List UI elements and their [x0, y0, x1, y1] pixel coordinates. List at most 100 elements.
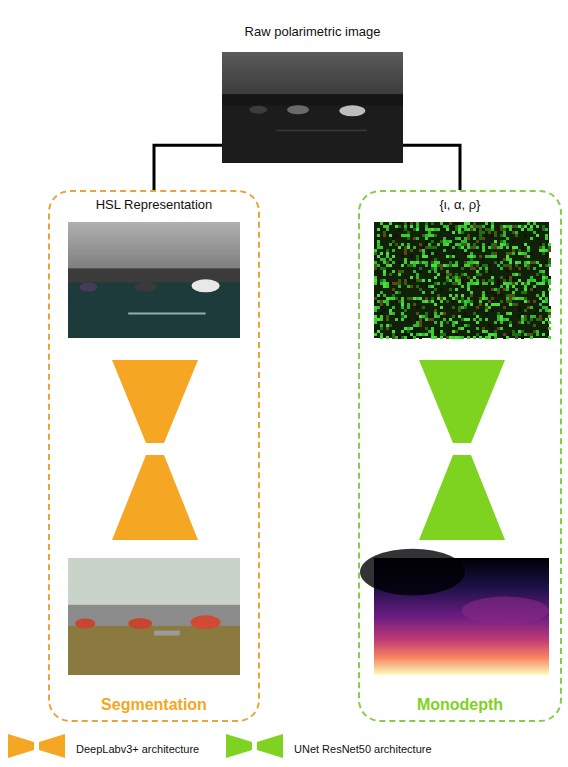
polar-pixel	[443, 282, 446, 285]
polar-pixel	[431, 267, 434, 270]
polar-pixel	[416, 321, 419, 324]
polar-pixel	[419, 279, 422, 282]
polar-pixel	[401, 300, 404, 303]
polar-pixel	[392, 237, 395, 240]
polar-pixel	[392, 330, 395, 333]
polar-pixel	[521, 291, 524, 294]
polar-pixel	[476, 240, 479, 243]
polar-pixel	[395, 225, 398, 228]
polar-pixel	[377, 264, 380, 267]
polar-pixel	[386, 318, 389, 321]
polar-pixel	[464, 324, 467, 327]
polar-pixel	[404, 228, 407, 231]
polar-pixel	[491, 228, 494, 231]
polar-pixel	[482, 249, 485, 252]
polar-pixel	[530, 228, 533, 231]
polar-pixel	[392, 261, 395, 264]
polar-pixel	[383, 300, 386, 303]
polar-pixel	[548, 315, 551, 318]
polar-pixel	[434, 276, 437, 279]
polar-pixel	[446, 300, 449, 303]
polar-pixel	[431, 336, 434, 339]
polar-pixel	[413, 303, 416, 306]
polar-pixel	[521, 318, 524, 321]
polar-pixel	[416, 276, 419, 279]
polar-pixel	[407, 279, 410, 282]
polar-pixel	[452, 264, 455, 267]
polar-pixel	[467, 222, 470, 225]
polar-pixel	[461, 294, 464, 297]
polar-pixel	[452, 336, 455, 339]
legend-text: DeepLabv3+ architecture	[76, 743, 199, 755]
polar-pixel	[452, 306, 455, 309]
polar-pixel	[398, 222, 401, 225]
polar-pixel	[494, 231, 497, 234]
polar-pixel	[512, 249, 515, 252]
polar-pixel	[434, 252, 437, 255]
polar-pixel	[491, 252, 494, 255]
polar-pixel	[536, 237, 539, 240]
polar-pixel	[416, 333, 419, 336]
polar-pixel	[404, 315, 407, 318]
polar-pixel	[500, 261, 503, 264]
polar-pixel	[428, 228, 431, 231]
polar-pixel	[458, 327, 461, 330]
polar-pixel	[443, 243, 446, 246]
polar-pixel	[479, 336, 482, 339]
polar-pixel	[431, 330, 434, 333]
polar-pixel	[488, 303, 491, 306]
polar-pixel	[479, 255, 482, 258]
polar-pixel	[482, 297, 485, 300]
polar-pixel	[542, 225, 545, 228]
polar-pixel	[401, 234, 404, 237]
polar-pixel	[389, 258, 392, 261]
polar-pixel	[449, 327, 452, 330]
polar-pixel	[464, 312, 467, 315]
polar-pixel	[506, 228, 509, 231]
polar-pixel	[548, 258, 551, 261]
polar-pixel	[524, 333, 527, 336]
polar-pixel	[539, 243, 542, 246]
polar-pixel	[383, 234, 386, 237]
polar-pixel	[464, 264, 467, 267]
polar-pixel	[467, 228, 470, 231]
polar-pixel	[404, 282, 407, 285]
polar-pixel	[386, 270, 389, 273]
polar-pixel	[485, 297, 488, 300]
polar-pixel	[440, 330, 443, 333]
polar-pixel	[374, 333, 377, 336]
polar-pixel	[500, 315, 503, 318]
polar-pixel	[437, 300, 440, 303]
polar-pixel	[467, 300, 470, 303]
polar-pixel	[413, 279, 416, 282]
polar-pixel	[479, 267, 482, 270]
polar-pixel	[485, 246, 488, 249]
tree-line	[68, 268, 240, 282]
polar-pixel	[416, 297, 419, 300]
polar-pixel	[539, 300, 542, 303]
car	[249, 106, 267, 114]
polar-pixel	[503, 336, 506, 339]
polar-pixel	[473, 246, 476, 249]
polar-pixel	[467, 288, 470, 291]
polar-pixel	[506, 288, 509, 291]
polar-pixel	[542, 228, 545, 231]
polar-pixel	[380, 258, 383, 261]
polar-pixel	[392, 258, 395, 261]
polar-pixel	[512, 294, 515, 297]
polar-pixel	[506, 276, 509, 279]
polar-pixel	[374, 279, 377, 282]
polar-pixel	[482, 294, 485, 297]
polar-pixel	[425, 258, 428, 261]
polar-pixel	[377, 246, 380, 249]
polar-pixel	[431, 237, 434, 240]
polar-pixel	[458, 246, 461, 249]
polar-pixel	[386, 327, 389, 330]
polar-pixel	[416, 327, 419, 330]
car	[192, 279, 220, 292]
polar-pixel	[431, 327, 434, 330]
polar-pixel	[536, 234, 539, 237]
polar-pixel	[497, 282, 500, 285]
polar-pixel	[485, 330, 488, 333]
polar-pixel	[464, 228, 467, 231]
